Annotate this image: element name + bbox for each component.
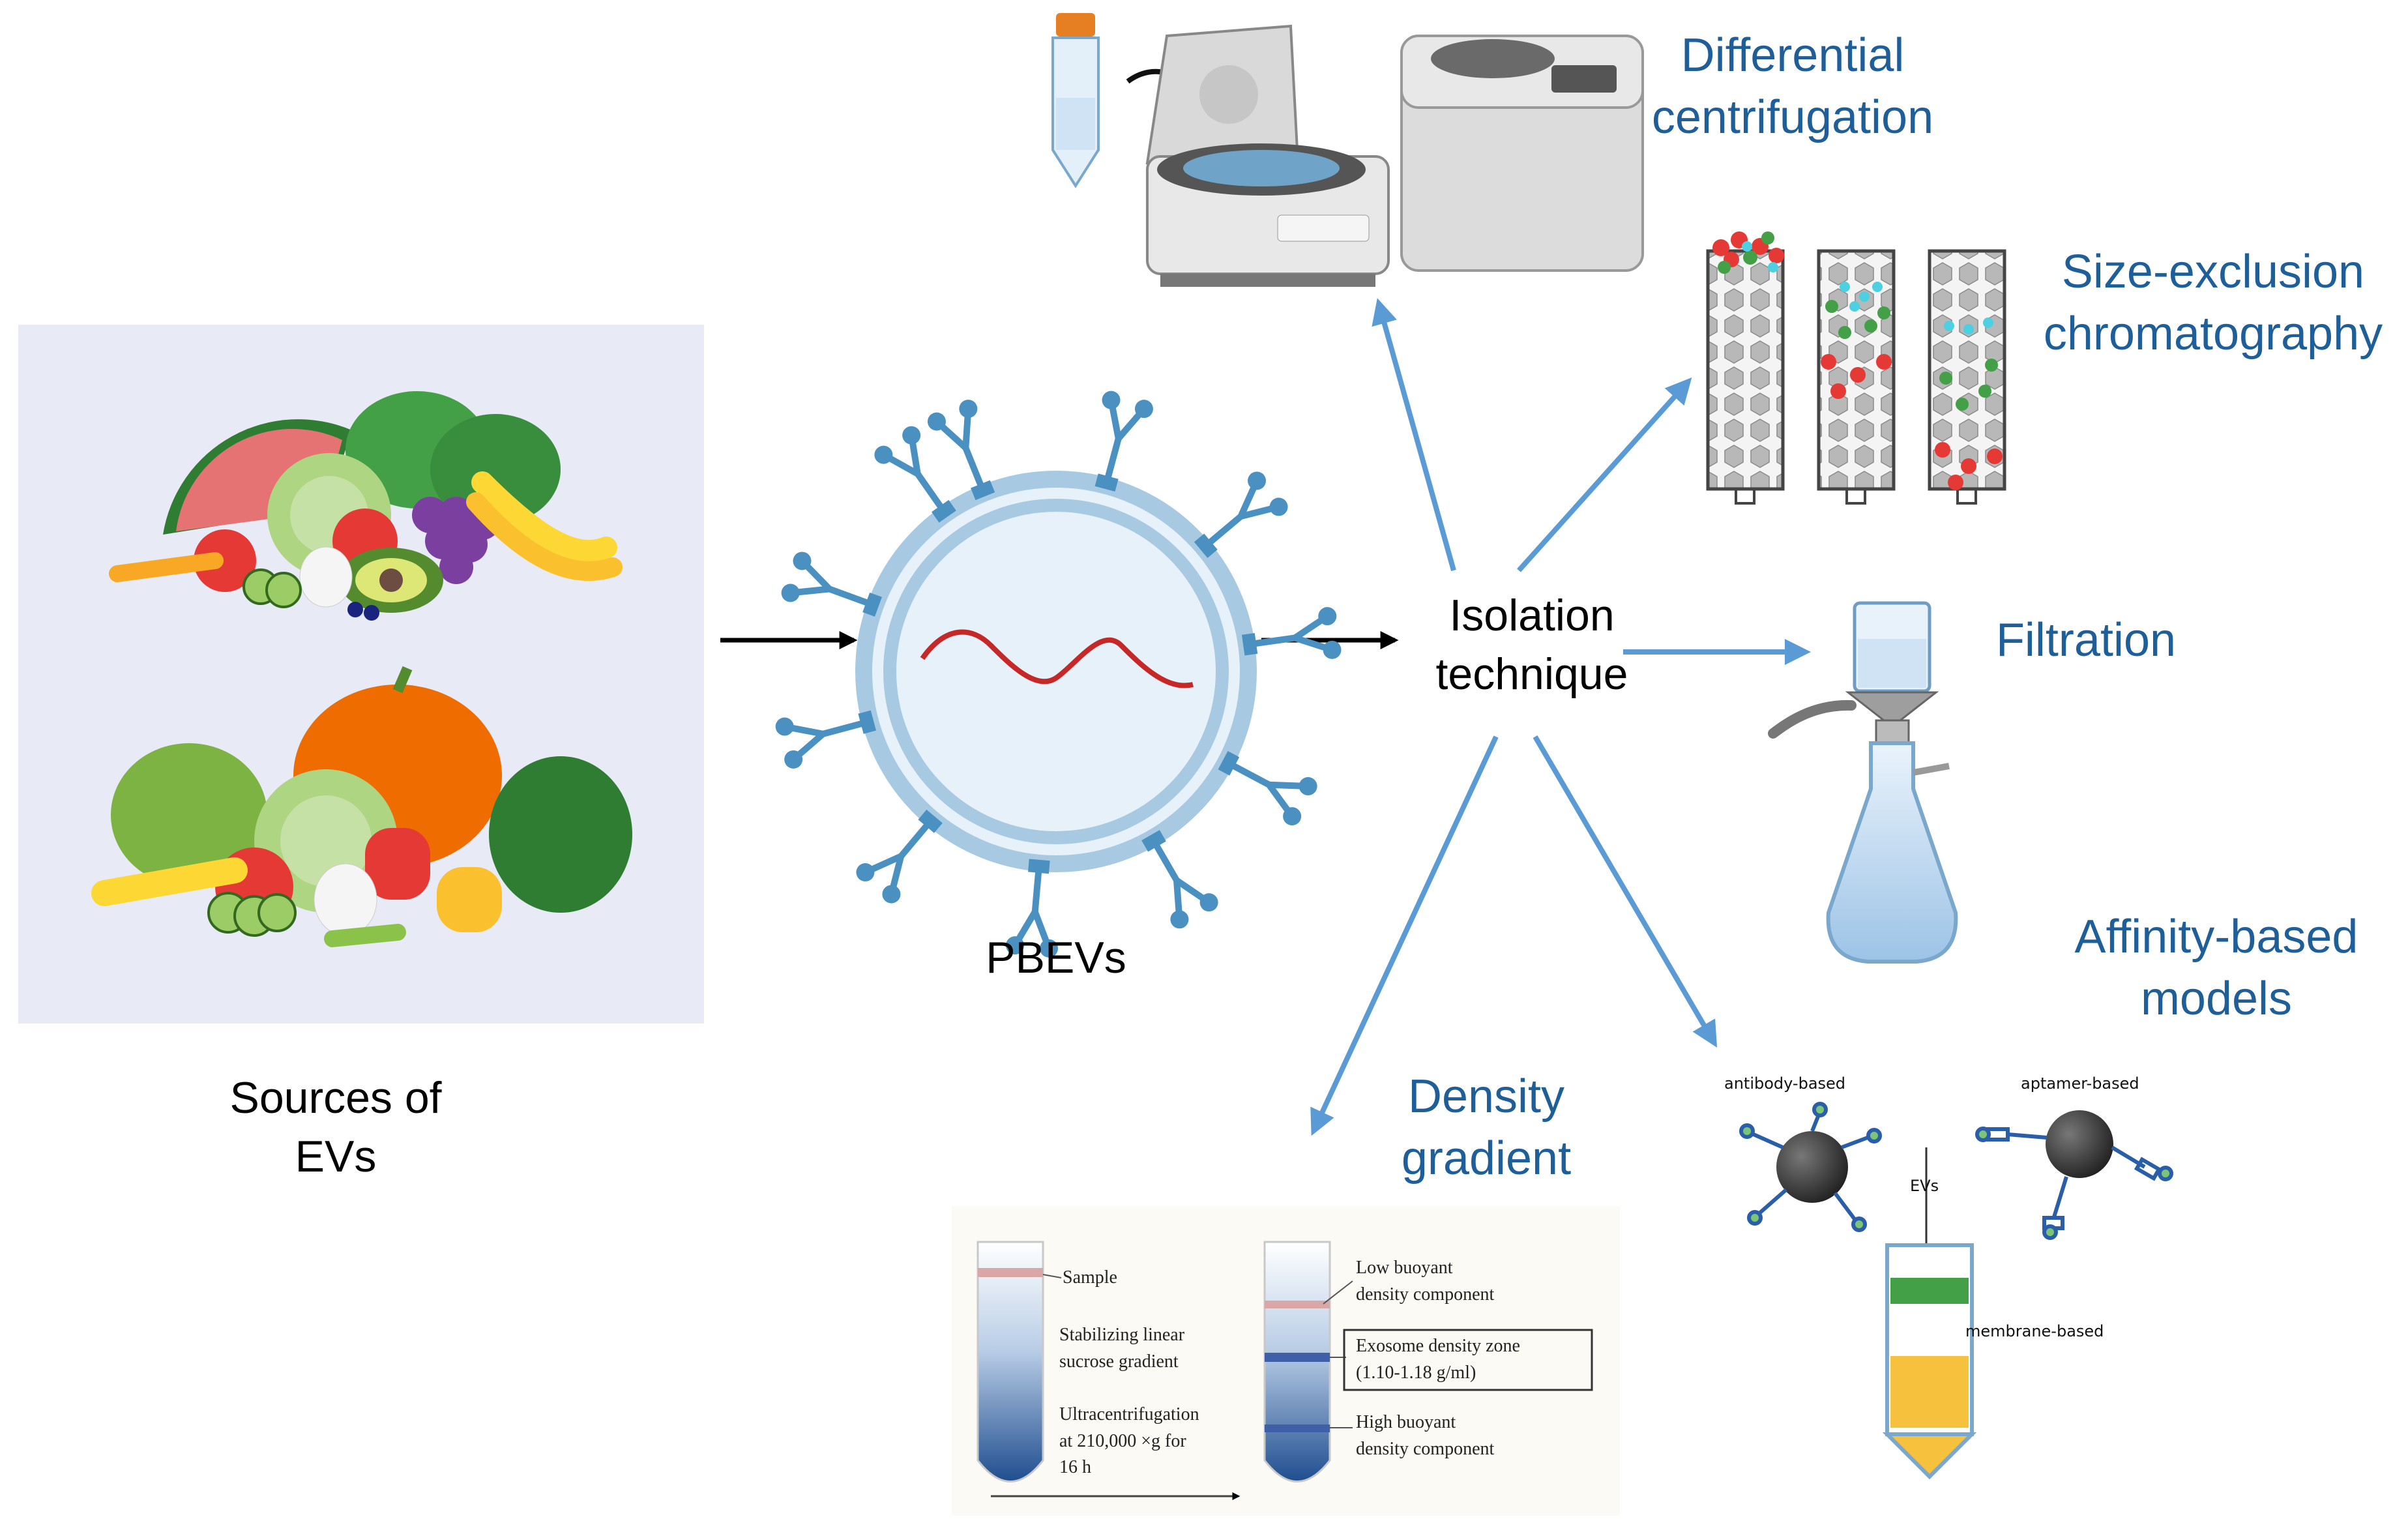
stabilizing-line2: sucrose gradient	[1059, 1351, 1179, 1372]
aptamer-based-label: aptamer-based	[2021, 1074, 2139, 1093]
filtration-flask-icon	[1768, 601, 1958, 964]
ultra-line2: at 210,000 ×g for	[1059, 1430, 1186, 1451]
arrow-to-size-exclusion	[1517, 377, 1692, 572]
membrane-based-label: membrane-based	[1965, 1322, 2104, 1340]
affinity-models-icon	[1739, 1102, 2173, 1480]
sources-label-line1: Sources of	[229, 1073, 442, 1123]
high-buoyant-label: High buoyant density component	[1356, 1409, 1494, 1462]
pbevs-label: PBEVs	[986, 933, 1126, 982]
ultracentrifugation-label: Ultracentrifugation at 210,000 ×g for 16…	[1059, 1402, 1199, 1481]
pbev-vesicle-icon	[775, 391, 1342, 958]
vegetable-cluster-icon	[91, 666, 632, 947]
affinity-based-label: Affinity-based models	[2034, 906, 2399, 1030]
affinity-line2: models	[2140, 973, 2293, 1025]
centrifuge-equipment-icon	[1051, 13, 1644, 287]
antibody-based-label: antibody-based	[1724, 1074, 1846, 1093]
centrifugation-line2: centrifugation	[1651, 91, 1934, 144]
exosome-line1: Exosome density zone	[1356, 1336, 1520, 1356]
low-line2: density component	[1356, 1284, 1495, 1305]
stabilizing-line1: Stabilizing linear	[1059, 1325, 1185, 1345]
size-exclusion-line1: Size-exclusion	[2061, 246, 2365, 298]
method-arrows	[1310, 298, 1811, 1136]
sec-columns-icon	[1706, 231, 2006, 505]
high-line2: density component	[1356, 1438, 1495, 1459]
receptor-icon	[927, 400, 995, 501]
arrow-to-centrifugation	[1372, 298, 1456, 572]
receptor-icon	[1141, 830, 1218, 929]
exosome-zone-label: Exosome density zone (1.10-1.18 g/ml)	[1356, 1333, 1520, 1386]
isolation-label-line1: Isolation	[1449, 591, 1615, 640]
sample-label: Sample	[1063, 1267, 1117, 1288]
receptor-icon	[1241, 607, 1342, 659]
low-line1: Low buoyant	[1356, 1258, 1453, 1278]
density-gradient-panel	[952, 1206, 1620, 1516]
low-buoyant-label: Low buoyant density component	[1356, 1255, 1494, 1308]
receptor-icon	[1194, 471, 1288, 558]
density-gradient-label: Density gradient	[1369, 1066, 1604, 1190]
density-line2: gradient	[1401, 1132, 1572, 1185]
differential-centrifugation-label: Differential centrifugation	[1604, 25, 1982, 149]
sources-label-line2: EVs	[295, 1131, 377, 1181]
receptor-icon	[1218, 751, 1317, 826]
high-line1: High buoyant	[1356, 1412, 1456, 1432]
ultra-line3: 16 h	[1059, 1457, 1091, 1478]
size-exclusion-label: Size-exclusion chromatography	[2021, 241, 2405, 365]
receptor-icon	[874, 426, 956, 523]
stabilizing-gradient-label: Stabilizing linear sucrose gradient	[1059, 1322, 1184, 1375]
isolation-technique-label: Isolation technique	[1382, 587, 1682, 704]
produce-panel	[18, 325, 704, 1024]
arrow-to-affinity	[1533, 735, 1718, 1048]
isolation-label-line2: technique	[1435, 649, 1628, 699]
affinity-line1: Affinity-based	[2074, 911, 2358, 963]
size-exclusion-line2: chromatography	[2043, 308, 2383, 361]
receptor-icon	[856, 809, 943, 904]
density-line1: Density	[1407, 1070, 1565, 1123]
arrow-to-density-gradient	[1310, 735, 1499, 1136]
sources-label: Sources of EVs	[150, 1069, 521, 1187]
receptor-icon	[1006, 859, 1059, 958]
ultra-line1: Ultracentrifugation	[1059, 1404, 1199, 1424]
receptor-icon	[1094, 391, 1153, 492]
filtration-label: Filtration	[1995, 614, 2177, 666]
receptor-icon	[781, 552, 882, 617]
evs-label: EVs	[1910, 1177, 1939, 1195]
centrifugation-line1: Differential	[1681, 29, 1905, 81]
exosome-line2: (1.10-1.18 g/ml)	[1356, 1362, 1476, 1383]
fruit-cluster-icon	[109, 391, 623, 621]
receptor-icon	[775, 710, 877, 769]
